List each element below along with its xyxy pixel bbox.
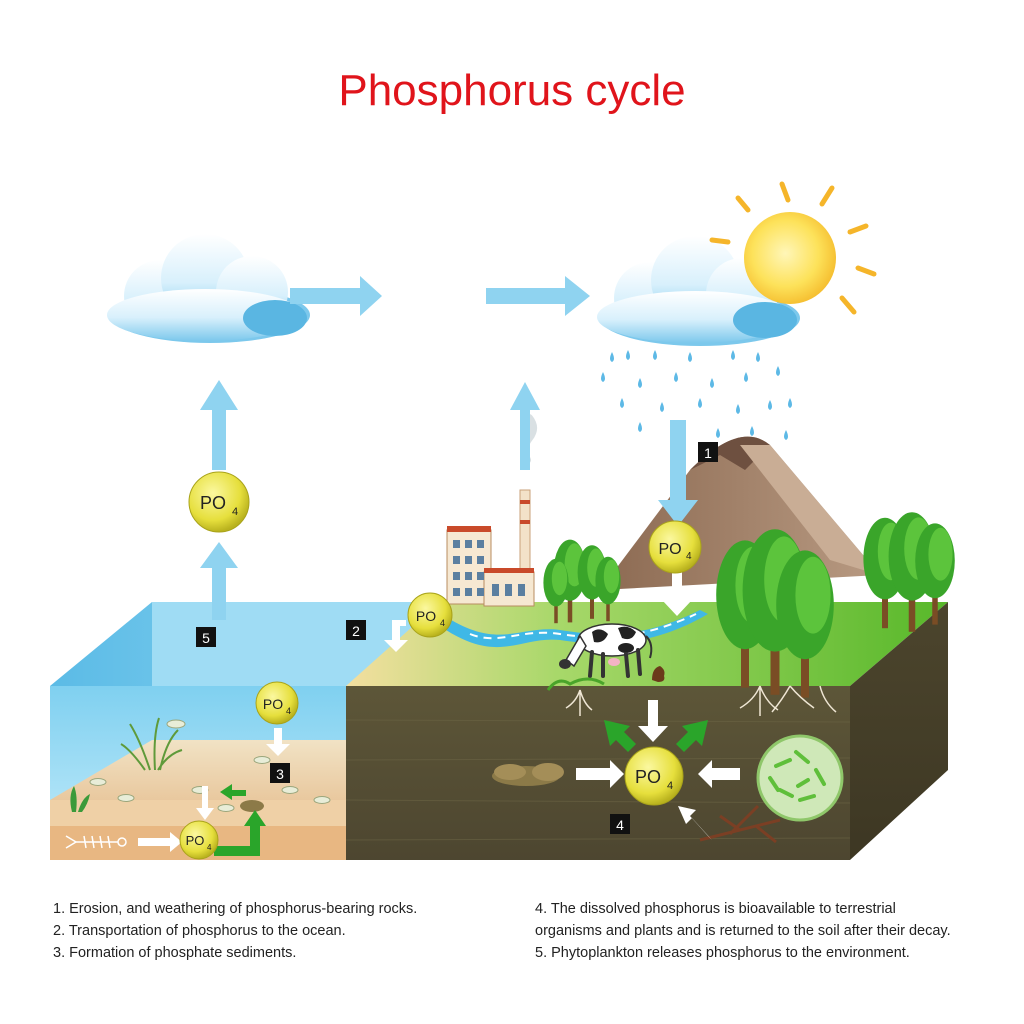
ocean-block: [50, 602, 440, 860]
legend-item-3: 3. Formation of phosphate sediments.: [53, 945, 297, 961]
cloud-left: [107, 234, 310, 343]
step-marker-2-label: 2: [352, 623, 360, 639]
legend-left: 1. Erosion, and weathering of phosphorus…: [53, 898, 417, 964]
po4-subscript: 4: [667, 780, 673, 792]
po4-bubble-2: PO 4: [407, 592, 453, 638]
po4-subscript: 4: [207, 843, 212, 852]
po4-bubble-4: PO 4: [255, 681, 299, 725]
white-arrows: [138, 568, 740, 852]
po4-label: PO: [186, 833, 205, 848]
sea-plant: [70, 786, 90, 812]
fish-skeleton-icon: [65, 835, 127, 849]
po4-bubble-1: PO 4: [188, 471, 250, 533]
step-marker-2: 2: [346, 620, 366, 640]
legend-right: 4. The dissolved phosphorus is bioavaila…: [535, 898, 951, 964]
po4-label: PO: [416, 608, 436, 624]
cow: [546, 623, 665, 691]
step-marker-3: 3: [270, 763, 290, 783]
seagrass: [120, 717, 183, 771]
step-marker-5-label: 5: [202, 630, 210, 646]
legend-item-1: 1. Erosion, and weathering of phosphorus…: [53, 901, 418, 917]
po4-subscript: 4: [440, 618, 445, 628]
legend-item-5: 5. Phytoplankton releases phosphorus to …: [535, 945, 910, 961]
decaying-matter: [240, 763, 564, 812]
bacteria-icon: [756, 734, 844, 822]
po4-bubble-3: PO 4: [648, 520, 702, 574]
po4-subscript: 4: [232, 506, 238, 518]
po4-subscript: 4: [686, 551, 692, 562]
legend-item-2: 2. Transportation of phosphorus to the o…: [53, 923, 346, 939]
step-marker-3-label: 3: [276, 766, 284, 782]
cloud-right: [597, 236, 800, 346]
step-marker-5: 5: [196, 627, 216, 647]
green-arrows: [214, 720, 708, 856]
po4-bubble-6: PO 4: [179, 820, 219, 860]
fish: [89, 719, 331, 812]
factory: [446, 414, 537, 607]
po4-label: PO: [658, 541, 681, 558]
water-arrows: [200, 276, 698, 620]
sun-icon: [709, 181, 877, 315]
step-marker-4-label: 4: [616, 817, 624, 833]
step-marker-4: 4: [610, 814, 630, 834]
step-marker-1-label: 1: [704, 445, 712, 461]
legend-item-4: 4. The dissolved phosphorus is bioavaila…: [535, 901, 896, 917]
po4-bubble-5: PO 4: [624, 746, 684, 806]
po4-label: PO: [263, 696, 283, 712]
plant-roots: [565, 685, 837, 716]
phosphorus-cycle-diagram: PO 4 PO 4 PO 4 PO 4 PO 4 PO 4 1 2 3 4: [50, 181, 955, 860]
dead-branches: [699, 804, 781, 844]
po4-subscript: 4: [286, 706, 291, 716]
po4-label: PO: [635, 767, 661, 787]
legend-item-4-continued: organisms and plants and is returned to …: [535, 923, 951, 939]
diagram-title: Phosphorus cycle: [338, 66, 686, 115]
po4-label: PO: [200, 493, 226, 513]
step-marker-1: 1: [698, 442, 718, 462]
